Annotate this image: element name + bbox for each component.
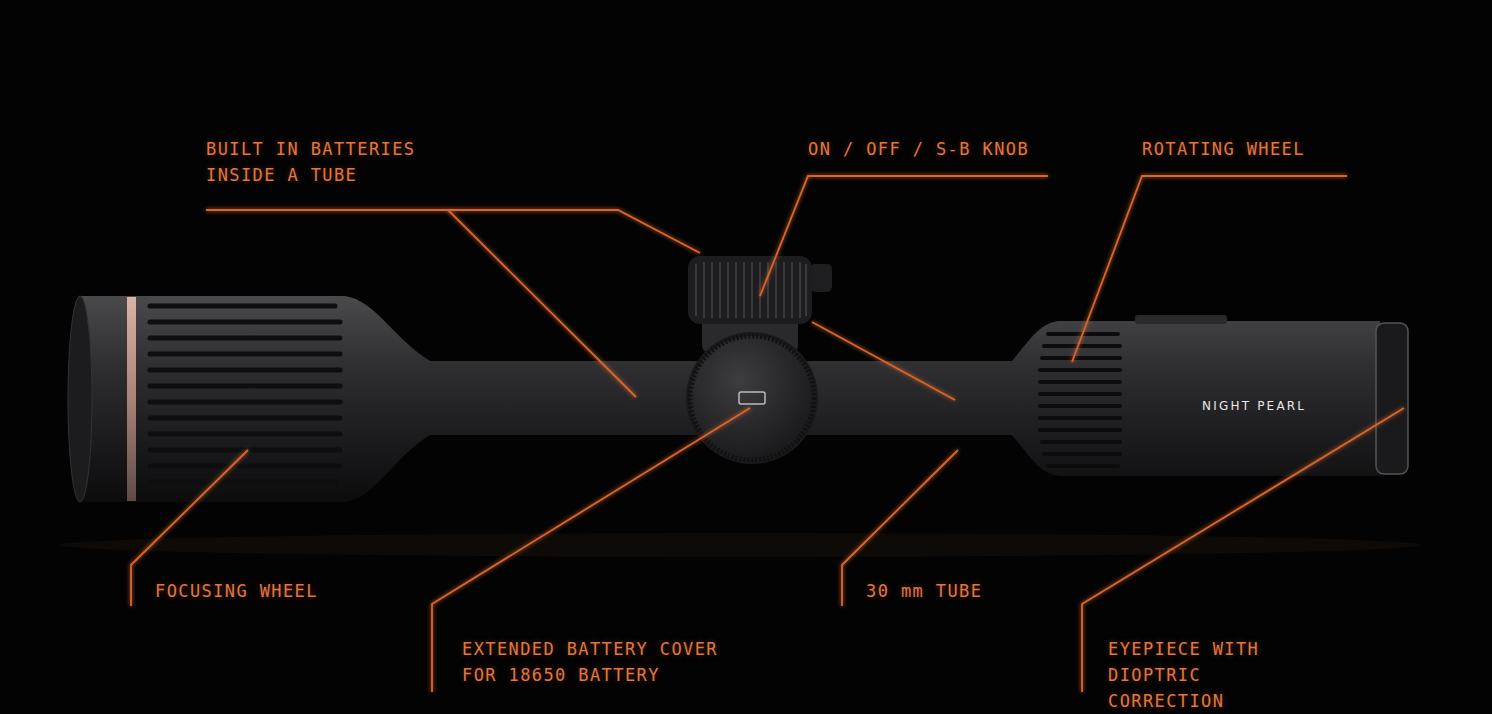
battery-icon	[739, 392, 765, 404]
focus-grooves	[150, 306, 340, 482]
leader-lines	[131, 176, 1404, 692]
brand-text: NIGHT PEARL	[1202, 399, 1306, 413]
copper-ring	[127, 297, 136, 501]
knob-ridges	[696, 262, 806, 318]
turret-housing	[686, 332, 818, 464]
callout-label: EXTENDED BATTERY COVER FOR 18650 BATTERY	[462, 636, 737, 688]
knob-tab	[810, 264, 832, 292]
callout-label: EYEPIECE WITH DIOPTRIC CORRECTION	[1108, 636, 1283, 714]
callout-label: BUILT IN BATTERIES INSIDE A TUBE	[206, 136, 428, 188]
callout-label: FOCUSING WHEEL	[155, 578, 318, 604]
scope-body	[80, 296, 1380, 502]
rotating-wheel-grooves	[1040, 334, 1120, 466]
callout-label: ON / OFF / S-B KNOB	[808, 136, 1029, 162]
on-off-knob	[688, 256, 812, 324]
shadow	[60, 533, 1420, 557]
objective-front	[68, 296, 92, 502]
eyepiece-cap	[1376, 323, 1408, 474]
callout-label: ROTATING WHEEL	[1142, 136, 1305, 162]
eyepiece-button	[1135, 315, 1227, 324]
battery-cover	[690, 336, 814, 460]
callout-label: 30 mm TUBE	[866, 578, 982, 604]
